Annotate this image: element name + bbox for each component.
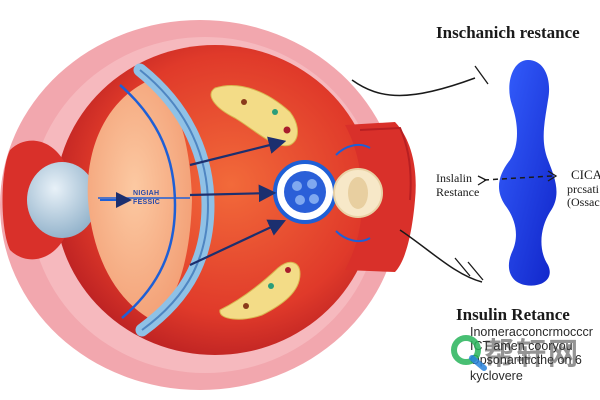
inner-label-line1: NIGIAH xyxy=(133,190,160,197)
right-side-label-line3: (Ossac xyxy=(567,195,600,209)
optic-disc-inner xyxy=(348,177,368,209)
insulin-blob xyxy=(498,60,557,286)
yellow-body-upper xyxy=(210,85,298,147)
connector-lower xyxy=(399,229,483,283)
lens xyxy=(27,162,97,238)
description-line-1: Inomeracconcrmocccr xyxy=(470,325,593,339)
cell-vesicle-1 xyxy=(292,181,302,191)
yellow-dot-6 xyxy=(243,303,249,309)
yellow-body-lower xyxy=(219,261,301,320)
connector-upper xyxy=(351,77,476,97)
arrow-lower xyxy=(189,219,286,266)
ligament-band-edge xyxy=(139,69,210,331)
cell-vesicle-4 xyxy=(309,194,319,204)
watermark-q-tail xyxy=(469,355,487,371)
right-side-label-line2: prcsati xyxy=(567,182,599,196)
dashed-arrow-left xyxy=(477,175,488,186)
yellow-dot-4 xyxy=(268,283,274,289)
yellow-dot-5 xyxy=(285,267,291,273)
right-red-tab-edge xyxy=(359,126,412,201)
cell-vesicle-2 xyxy=(307,179,317,189)
connector-lower-tick-2 xyxy=(467,261,484,281)
watermark-logo xyxy=(451,335,487,371)
dashed-connector xyxy=(483,175,553,181)
cell-nucleus xyxy=(284,171,326,213)
accent-arc-lower xyxy=(121,204,177,319)
description-line-4: kyclovere xyxy=(470,369,523,383)
diagram-title-bottom: Insulin Retance xyxy=(456,305,570,324)
yellow-dot-2 xyxy=(272,109,278,115)
description-line-2: ICT amen cooryou xyxy=(470,339,573,353)
connector-lower-tick-1 xyxy=(454,257,471,277)
diagram-title-top: Inschanich restance xyxy=(436,23,580,42)
arrow-upper xyxy=(189,136,287,167)
optic-accent-top xyxy=(335,143,371,156)
arrow-middle xyxy=(189,184,277,203)
accent-arc-upper xyxy=(119,84,177,206)
cell-vesicle-3 xyxy=(295,195,305,205)
description-line-3: Opsonartiticthe on 6 xyxy=(470,353,582,367)
optic-accent-bottom xyxy=(335,230,371,243)
yellow-dot-1 xyxy=(241,99,247,105)
watermark-q-ring xyxy=(451,335,481,365)
connector-upper-tick xyxy=(474,65,489,85)
yellow-dot-3 xyxy=(283,126,291,134)
dashed-arrow-right xyxy=(547,170,558,182)
watermark-text: 帮轩网 xyxy=(484,337,580,372)
left-side-label-line2: Restance xyxy=(436,185,480,199)
right-side-label-line1: CICA xyxy=(571,167,600,182)
inner-label-line2: FESSIC xyxy=(133,199,161,206)
left-side-label-line1: Inslalin xyxy=(436,171,472,185)
